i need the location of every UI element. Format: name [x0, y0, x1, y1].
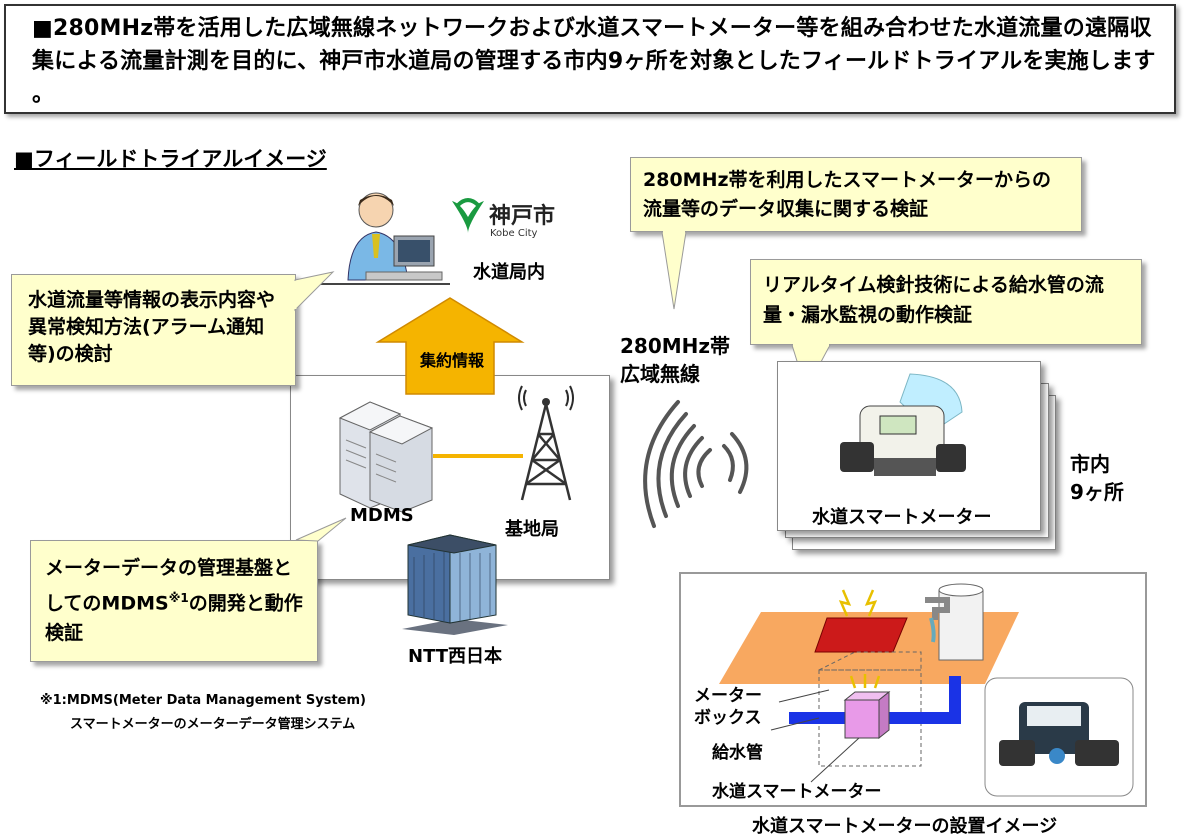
- radio-waves-icon: [643, 400, 749, 528]
- meter-box-label-1: メーター: [694, 686, 762, 706]
- footnote-line-1: ※1:MDMS(Meter Data Management System): [40, 693, 366, 708]
- locations-label-2: 9ヶ所: [1070, 480, 1124, 504]
- server-link-line: [433, 454, 523, 458]
- ntt-label: NTT西日本: [408, 646, 503, 667]
- ntt-building-icon: [402, 534, 508, 635]
- operator-icon: [347, 192, 443, 281]
- display-callout-text: 水道流量等情報の表示内容や異常検知方法(アラーム通知等)の検討: [28, 289, 276, 365]
- base-station-label: 基地局: [505, 519, 559, 540]
- realtime-text: リアルタイム検針技術による給水管の流量・漏水監視の動作検証: [763, 274, 1104, 326]
- mdms-dev-callout: メーターデータの管理基盤としてのMDMS※1の開発と動作検証: [30, 540, 318, 662]
- band-label-2: 広域無線: [620, 362, 700, 386]
- band-verify-callout-tail: [661, 230, 687, 310]
- band-label-1: 280MHz帯: [620, 334, 731, 358]
- band-verify-callout: 280MHz帯を利用したスマートメーターからの流量等のデータ収集に関する検証: [630, 157, 1082, 232]
- desk-line: [310, 283, 450, 285]
- supply-pipe-label: 給水管: [712, 743, 763, 763]
- mdms-dev-callout-tail: [295, 517, 347, 542]
- water-bureau-label: 水道局内: [473, 262, 545, 283]
- install-smart-meter-label: 水道スマートメーター: [712, 782, 882, 802]
- header-text: ■280MHz帯を活用した広域無線ネットワークおよび水道スマートメーター等を組み…: [32, 16, 1156, 107]
- realtime-callout: リアルタイム検針技術による給水管の流量・漏水監視の動作検証: [750, 259, 1142, 345]
- locations-label-1: 市内: [1070, 452, 1110, 476]
- smart-meter-label: 水道スマートメーター: [812, 507, 992, 528]
- meter-box-label-2: ボックス: [694, 708, 762, 728]
- up-arrow-icon: [375, 297, 525, 395]
- kobe-logo-icon: [452, 198, 484, 233]
- aggregated-info-label: 集約情報: [420, 351, 485, 370]
- section-title: ■フィールドトライアルイメージ: [14, 147, 327, 171]
- header-box: ■280MHz帯を活用した広域無線ネットワークおよび水道スマートメーター等を組み…: [4, 4, 1176, 114]
- band-verify-text: 280MHz帯を利用したスマートメーターからの流量等のデータ収集に関する検証: [643, 169, 1051, 220]
- mdms-dev-footnote-ref: ※1: [168, 591, 189, 605]
- mdms-dev-text-1: メーターデータの管理基盤としてのMDMS: [45, 557, 293, 615]
- install-diagram: [719, 583, 1134, 797]
- server-icon: [338, 401, 434, 513]
- base-station-tower-icon: [518, 385, 574, 501]
- mdms-label: MDMS: [350, 505, 414, 526]
- kobe-logo-sub: Kobe City: [490, 228, 538, 239]
- display-callout: 水道流量等情報の表示内容や異常検知方法(アラーム通知等)の検討: [11, 274, 296, 386]
- footnote-line-2: スマートメーターのメーターデータ管理システム: [70, 717, 356, 732]
- install-caption: 水道スマートメーターの設置イメージ: [752, 816, 1058, 837]
- display-callout-tail: [293, 271, 335, 312]
- smart-meter-icon: [840, 373, 966, 476]
- kobe-logo-name: 神戸市: [489, 204, 556, 229]
- mdms-dev-text-2: の開発と動作検証: [45, 592, 303, 645]
